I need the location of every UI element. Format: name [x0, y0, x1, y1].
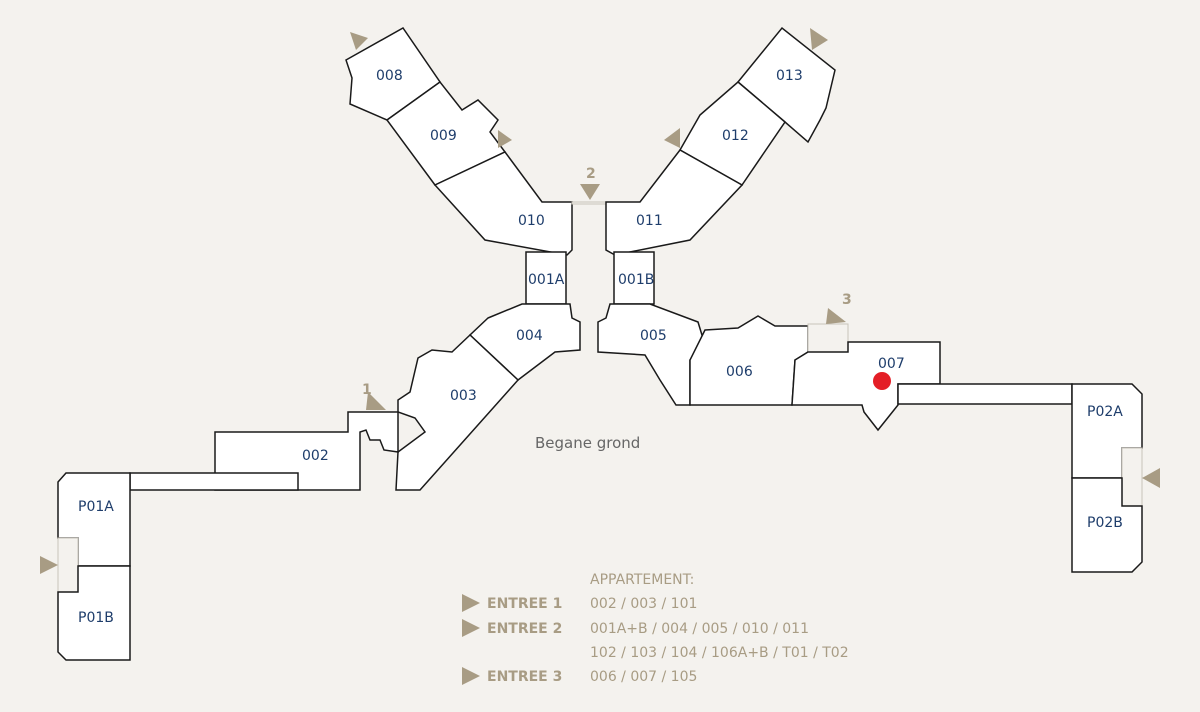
corridor-left [129, 472, 299, 491]
unit-label-003: 003 [450, 388, 477, 404]
entrance-2-arrow-icon [580, 184, 600, 200]
unit-002-shape[interactable] [214, 411, 399, 491]
unit-label-012: 012 [722, 128, 749, 144]
legend-entree-3-label: ENTREE 3 [487, 669, 562, 685]
entrance-arrow-icon [810, 28, 828, 50]
door-west-gap [57, 537, 79, 593]
unit-label-001A: 001A [528, 272, 565, 288]
legend-entree-2-units-line-2: 102 / 103 / 104 / 106A+B / T01 / T02 [590, 645, 849, 661]
entrance-arrow-icon [664, 128, 680, 148]
unit-001B-shape[interactable] [613, 251, 655, 305]
unit-label-013: 013 [776, 68, 803, 84]
legend-entree-1-label: ENTREE 1 [487, 596, 562, 612]
legend-entree-1-units: 002 / 003 / 101 [590, 596, 697, 612]
entrance-3-arrow-icon [826, 308, 846, 324]
entrance-1-arrow-icon [366, 392, 386, 410]
entrance-arrow-icon [350, 32, 368, 50]
unit-label-007: 007 [878, 356, 905, 372]
corridor-right [897, 383, 1073, 405]
legend-entree-2-units-line-1: 001A+B / 004 / 005 / 010 / 011 [590, 621, 809, 637]
unit-label-P02B: P02B [1087, 515, 1123, 531]
unit-label-010: 010 [518, 213, 545, 229]
unit-label-P02A: P02A [1087, 404, 1123, 420]
unit-label-005: 005 [640, 328, 667, 344]
unit-label-P01A: P01A [78, 499, 114, 515]
unit-P02B-shape[interactable] [1071, 477, 1143, 573]
unit-label-004: 004 [516, 328, 543, 344]
door-entree-3-gap [807, 323, 849, 353]
upper-left-wing [345, 27, 607, 256]
entree-1-arrow-icon [462, 594, 480, 612]
unit-005-shape[interactable] [597, 303, 706, 406]
location-marker [873, 372, 891, 390]
unit-label-002: 002 [302, 448, 329, 464]
lower-right-wing [597, 303, 1143, 573]
legend-entree-3-units: 006 / 007 / 105 [590, 669, 697, 685]
unit-013-shape[interactable] [736, 26, 836, 144]
entree-3-arrow-icon [462, 667, 480, 685]
legend-header: APPARTEMENT: [590, 572, 694, 588]
unit-010-shape[interactable] [433, 151, 573, 256]
entrance-2-number: 2 [586, 166, 596, 182]
unit-003-shape[interactable] [395, 333, 520, 491]
corridor-entree-2-gap [571, 201, 607, 205]
lower-left-wing [57, 303, 581, 661]
unit-label-011: 011 [636, 213, 663, 229]
legend-entree-2-label: ENTREE 2 [487, 621, 562, 637]
entrance-arrow-icon [1142, 468, 1160, 488]
unit-label-001B: 001B [618, 272, 654, 288]
entrance-3-number: 3 [842, 292, 852, 308]
entrance-arrow-icon [40, 556, 58, 574]
door-east-gap [1121, 447, 1143, 507]
unit-011-shape[interactable] [605, 149, 744, 256]
upper-right-wing [605, 26, 836, 256]
entree-2-arrow-icon [462, 619, 480, 637]
entrance-1-number: 1 [362, 382, 372, 398]
entrance-arrow-icon [498, 130, 512, 148]
unit-006-shape[interactable] [689, 315, 809, 406]
unit-label-008: 008 [376, 68, 403, 84]
unit-label-P01B: P01B [78, 610, 114, 626]
unit-label-006: 006 [726, 364, 753, 380]
unit-label-009: 009 [430, 128, 457, 144]
unit-P01B-shape[interactable] [57, 565, 131, 661]
legend: APPARTEMENT: ENTREE 1 002 / 003 / 101 EN… [462, 572, 849, 685]
floor-label: Begane grond [535, 434, 640, 452]
